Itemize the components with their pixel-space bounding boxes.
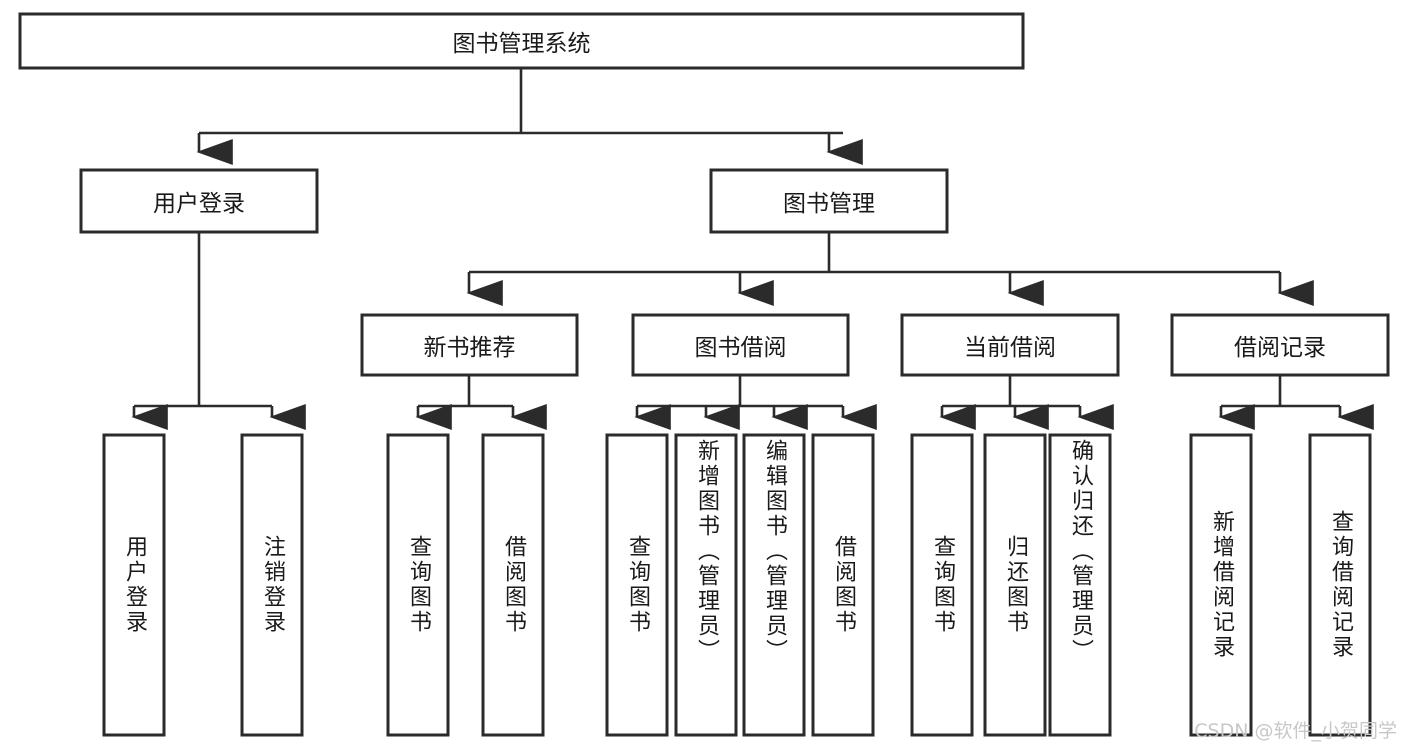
connector-group-current-borrow: [939, 375, 1114, 430]
node-box-leaf-user-login[interactable]: [102, 433, 166, 737]
node-box-leaf-return-book[interactable]: [983, 433, 1047, 737]
node-box-leaf-query-book-3[interactable]: [910, 433, 974, 737]
node-box-borrow-record[interactable]: [1170, 313, 1390, 377]
node-box-current-borrow[interactable]: [900, 313, 1120, 377]
node-box-leaf-logout[interactable]: [240, 433, 304, 737]
connector-group-new-book-recommend: [415, 375, 547, 430]
node-box-leaf-query-book-1[interactable]: [386, 433, 450, 737]
connector-group-book-manage: [466, 232, 1314, 306]
node-box-leaf-add-book-admin[interactable]: [674, 433, 738, 737]
node-box-leaf-edit-book-admin[interactable]: [742, 433, 806, 737]
connector-group-root: [196, 68, 863, 165]
node-box-leaf-add-borrow-record[interactable]: [1189, 433, 1253, 737]
node-box-user-login[interactable]: [79, 168, 319, 234]
connector-group-borrow-record: [1218, 375, 1374, 430]
node-box-leaf-borrow-book-1[interactable]: [481, 433, 545, 737]
csdn-watermark: CSDN @软件_小贺同学: [1194, 720, 1397, 742]
node-box-leaf-borrow-book-2[interactable]: [811, 433, 875, 737]
connector-group-book-borrow: [634, 375, 877, 430]
node-box-leaf-confirm-return[interactable]: [1048, 433, 1112, 737]
node-box-book-manage[interactable]: [709, 168, 949, 234]
node-box-root[interactable]: [18, 12, 1025, 70]
node-box-leaf-query-borrow-record[interactable]: [1308, 433, 1372, 737]
connector-group-user-login: [131, 232, 306, 430]
node-box-new-book-recommend[interactable]: [360, 313, 579, 377]
node-box-book-borrow[interactable]: [631, 313, 850, 377]
node-box-leaf-query-book-2[interactable]: [605, 433, 669, 737]
